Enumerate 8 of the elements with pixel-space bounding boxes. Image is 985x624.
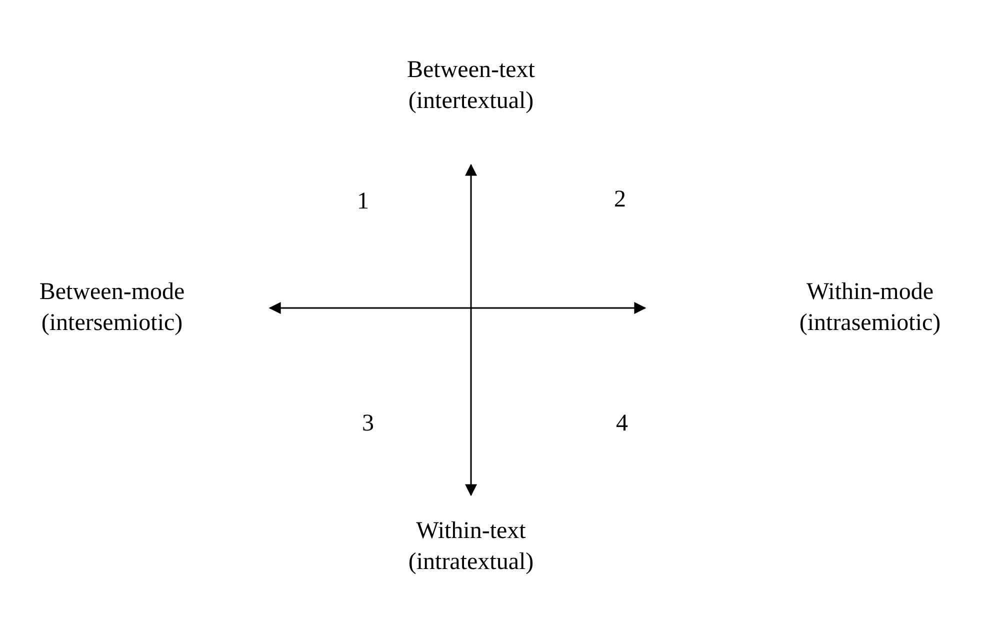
quadrant-number: 1 (356, 188, 370, 216)
axis-label: Between-mode (intersemiotic) (38, 278, 186, 338)
quadrant-number: 2 (613, 186, 627, 214)
quadrant-number: 3 (361, 410, 375, 438)
axis-label: Between-text (intertextual) (406, 56, 536, 116)
axis-label: Within-text (intratextual) (407, 517, 535, 577)
quadrant-number: 4 (615, 410, 629, 438)
axis-label: Within-mode (intrasemiotic) (798, 278, 942, 338)
